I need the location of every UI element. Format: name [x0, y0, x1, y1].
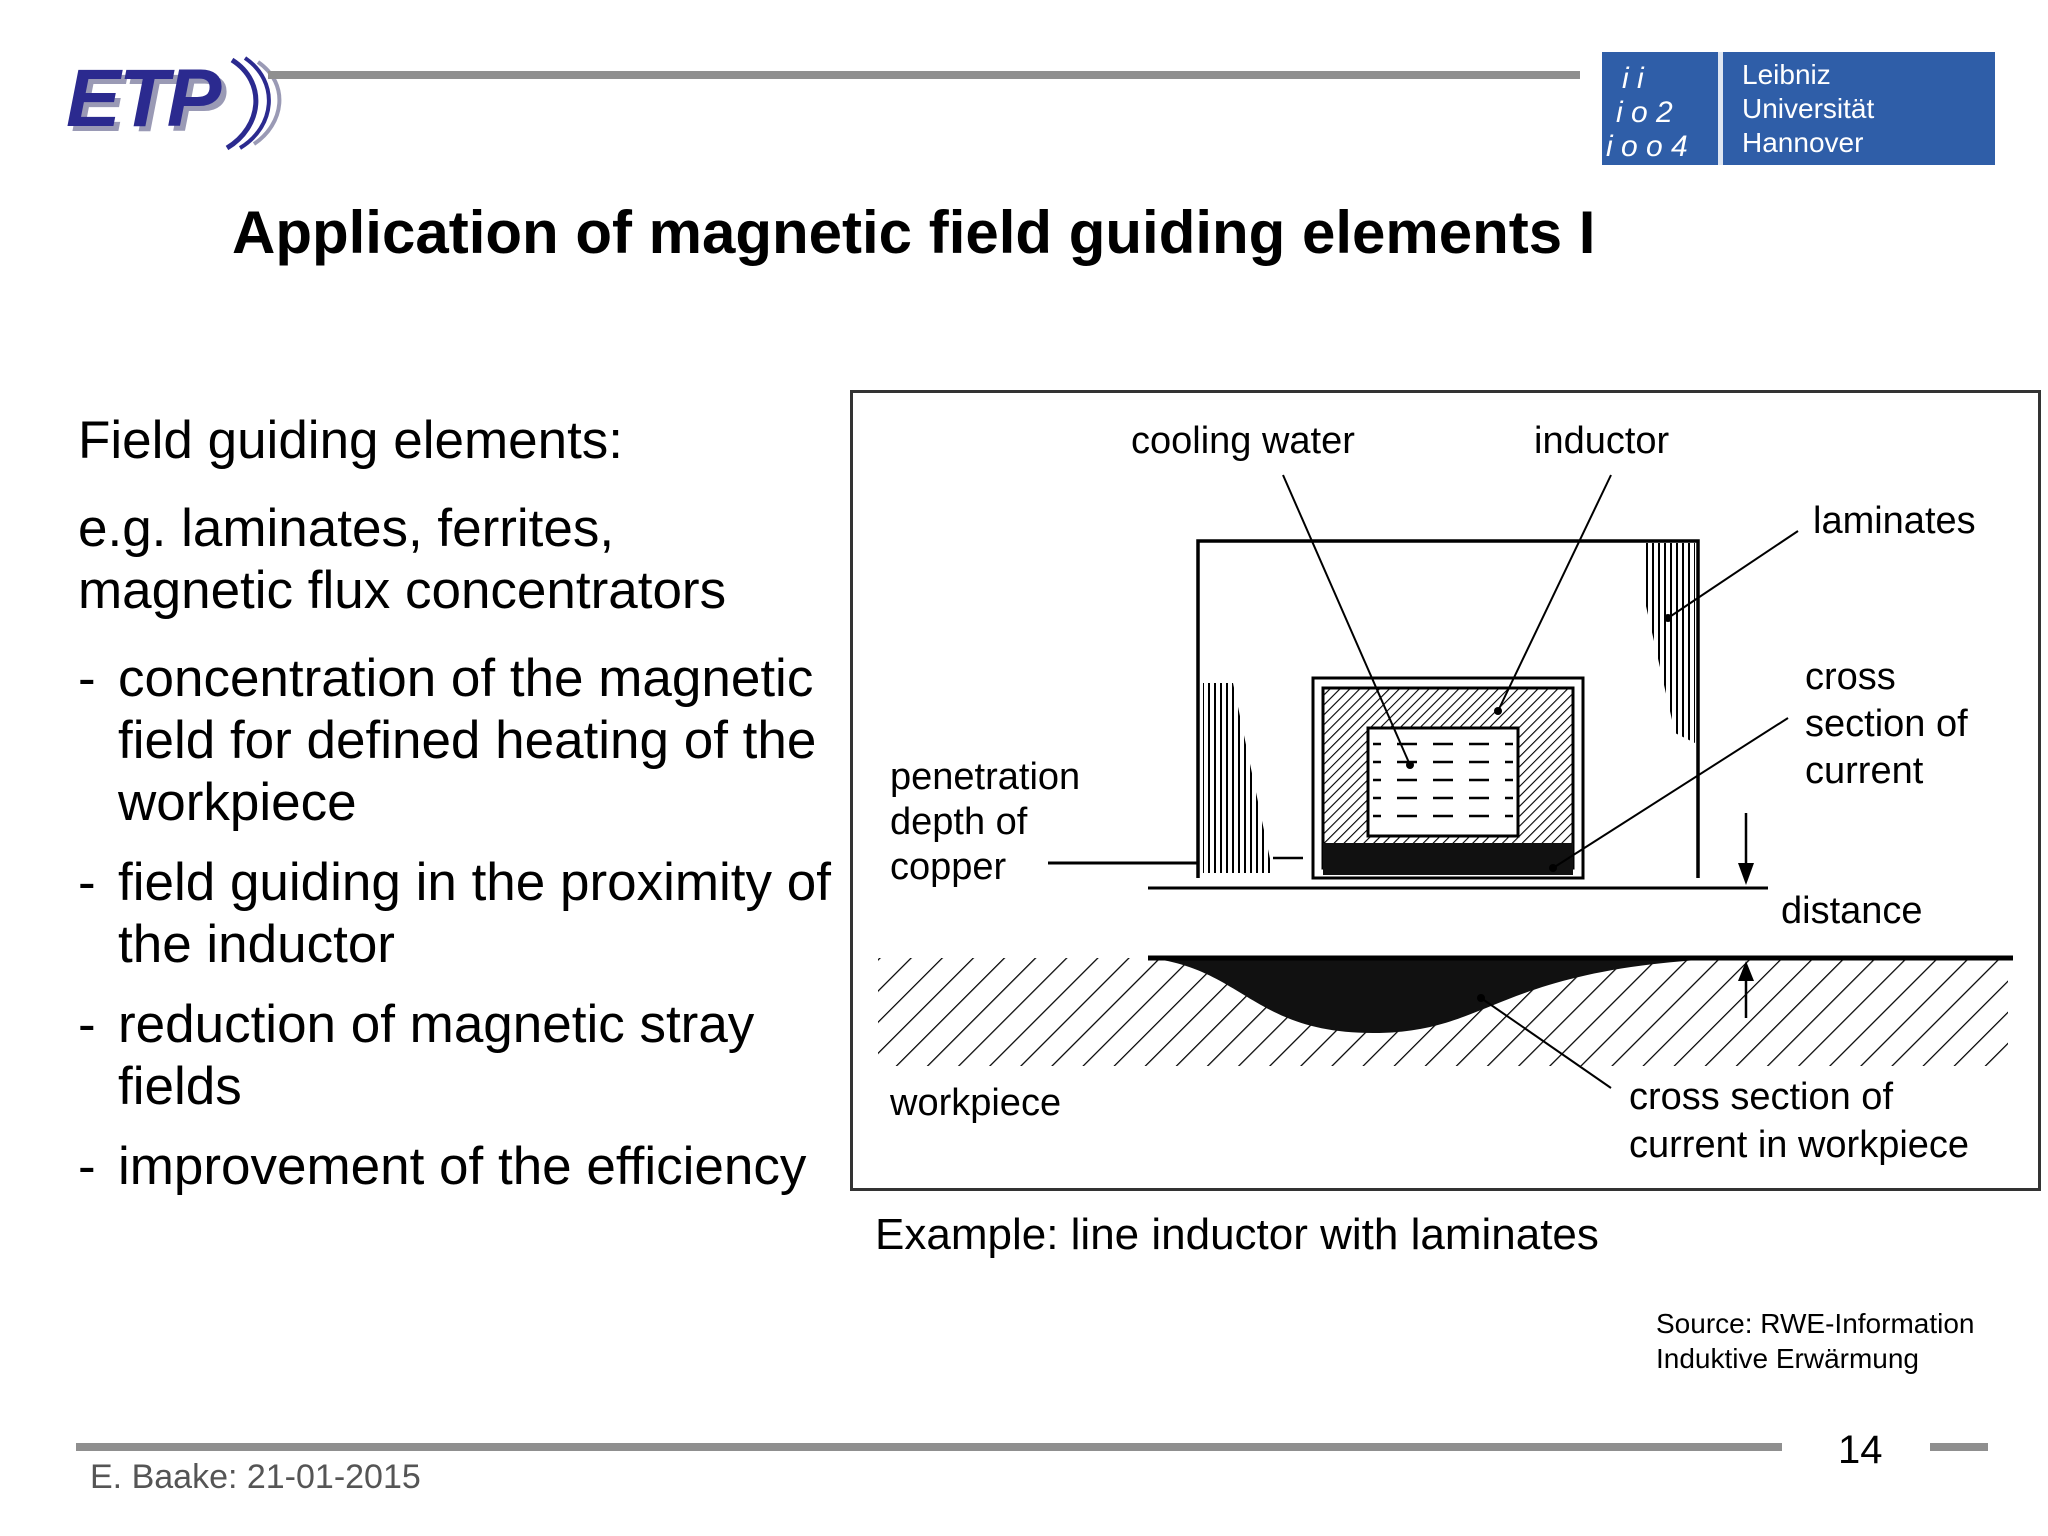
- bullet-line: concentration of the magnetic: [118, 649, 814, 708]
- inductor-leader: [1497, 474, 1612, 712]
- label-cooling-water: cooling water: [1131, 420, 1355, 462]
- university-logo-divider: [1718, 52, 1723, 165]
- university-logo: i i i o 2 i o o 4 Leibniz Universität Ha…: [1602, 52, 1995, 165]
- uni-mark-row-2: i o 2: [1616, 96, 1673, 129]
- header-rule: [268, 71, 1580, 79]
- university-mark: i i i o 2 i o o 4: [1606, 62, 1688, 163]
- left-text-block: Field guiding elements: e.g. laminates, …: [78, 410, 838, 1216]
- bullet-line: the inductor: [118, 915, 395, 974]
- university-name-line-2: Universität: [1742, 93, 1875, 124]
- bullet-dash: -: [78, 1137, 96, 1196]
- laminate-right-bundle: [1643, 543, 1695, 743]
- label-inductor: inductor: [1534, 420, 1670, 462]
- label-cross-section-line-2: section of: [1805, 703, 1968, 745]
- label-distance: distance: [1781, 890, 1923, 932]
- university-name-line-3: Hannover: [1742, 127, 1864, 158]
- source-line-2: Induktive Erwärmung: [1656, 1343, 1920, 1374]
- left-subheading-line-1: e.g. laminates, ferrites,: [78, 499, 615, 558]
- footer-author-date: E. Baake: 21-01-2015: [90, 1458, 421, 1496]
- left-subheading-line-2: magnetic flux concentrators: [78, 561, 727, 620]
- label-penetration-line-1: penetration: [890, 756, 1081, 798]
- laminate-left-bundle: [1203, 683, 1273, 873]
- inductor-diagram: cooling water inductor laminates cross s…: [850, 390, 2041, 1191]
- slide-title: Application of magnetic field guiding el…: [232, 199, 1596, 266]
- footer-rule: [76, 1443, 1782, 1451]
- page-number: 14: [1838, 1428, 1883, 1472]
- bullet-dash: -: [78, 995, 96, 1054]
- laminates-leader: [1667, 530, 1799, 619]
- cooling-water-fill: [1373, 733, 1513, 831]
- workpiece-current-region: [1148, 958, 1733, 1033]
- bullet-item: - field guiding in the proximity of the …: [78, 852, 838, 976]
- label-cross-section-line-3: current: [1805, 750, 1924, 792]
- bullet-item: - reduction of magnetic stray fields: [78, 994, 838, 1118]
- laminate-outline: [1196, 539, 1700, 878]
- footer-rule-right: [1930, 1443, 1988, 1451]
- uni-mark-row-1: i i: [1622, 62, 1645, 95]
- bullet-dash: -: [78, 853, 96, 912]
- etp-logo-text: ETP: [66, 53, 221, 144]
- label-penetration-line-2: depth of: [890, 801, 1028, 843]
- label-workpiece-current-line-1: cross section of: [1629, 1076, 1893, 1118]
- bullet-item: - improvement of the efficiency: [78, 1136, 838, 1198]
- bullet-line: field guiding in the proximity of: [118, 853, 831, 912]
- etp-logo-arcs: [225, 56, 282, 151]
- source-note: Source: RWE-Information Induktive Erwärm…: [1656, 1306, 1975, 1376]
- source-line-1: Source: RWE-Information: [1656, 1308, 1975, 1339]
- bullet-line: fields: [118, 1057, 242, 1116]
- figure-caption: Example: line inductor with laminates: [875, 1210, 1599, 1259]
- inductor-diagram-drawing: [878, 474, 2013, 1089]
- etp-logo: ETP: [62, 52, 292, 152]
- left-heading: Field guiding elements:: [78, 411, 624, 470]
- label-workpiece-current-line-2: current in workpiece: [1629, 1124, 1970, 1166]
- bullet-line: field for defined heating of the: [118, 711, 817, 770]
- bullet-line: improvement of the efficiency: [118, 1137, 807, 1196]
- bullet-line: reduction of magnetic stray: [118, 995, 755, 1054]
- bullet-line: workpiece: [118, 773, 357, 832]
- cooling-water-leader: [1282, 474, 1411, 766]
- label-cross-section-line-1: cross: [1805, 656, 1896, 698]
- label-penetration-line-3: copper: [890, 846, 1007, 888]
- label-laminates: laminates: [1813, 500, 1976, 542]
- bullet-dash: -: [78, 649, 96, 708]
- workpiece-current-leader: [1480, 997, 1612, 1089]
- uni-mark-row-3: i o o 4: [1606, 130, 1688, 163]
- label-workpiece: workpiece: [890, 1082, 1062, 1124]
- university-name-line-1: Leibniz: [1742, 59, 1831, 90]
- inductor-current-band: [1323, 843, 1573, 875]
- bullet-item: - concentration of the magnetic field fo…: [78, 648, 838, 834]
- cross-section-leader: [1552, 717, 1789, 869]
- university-name: Leibniz Universität Hannover: [1742, 58, 1874, 160]
